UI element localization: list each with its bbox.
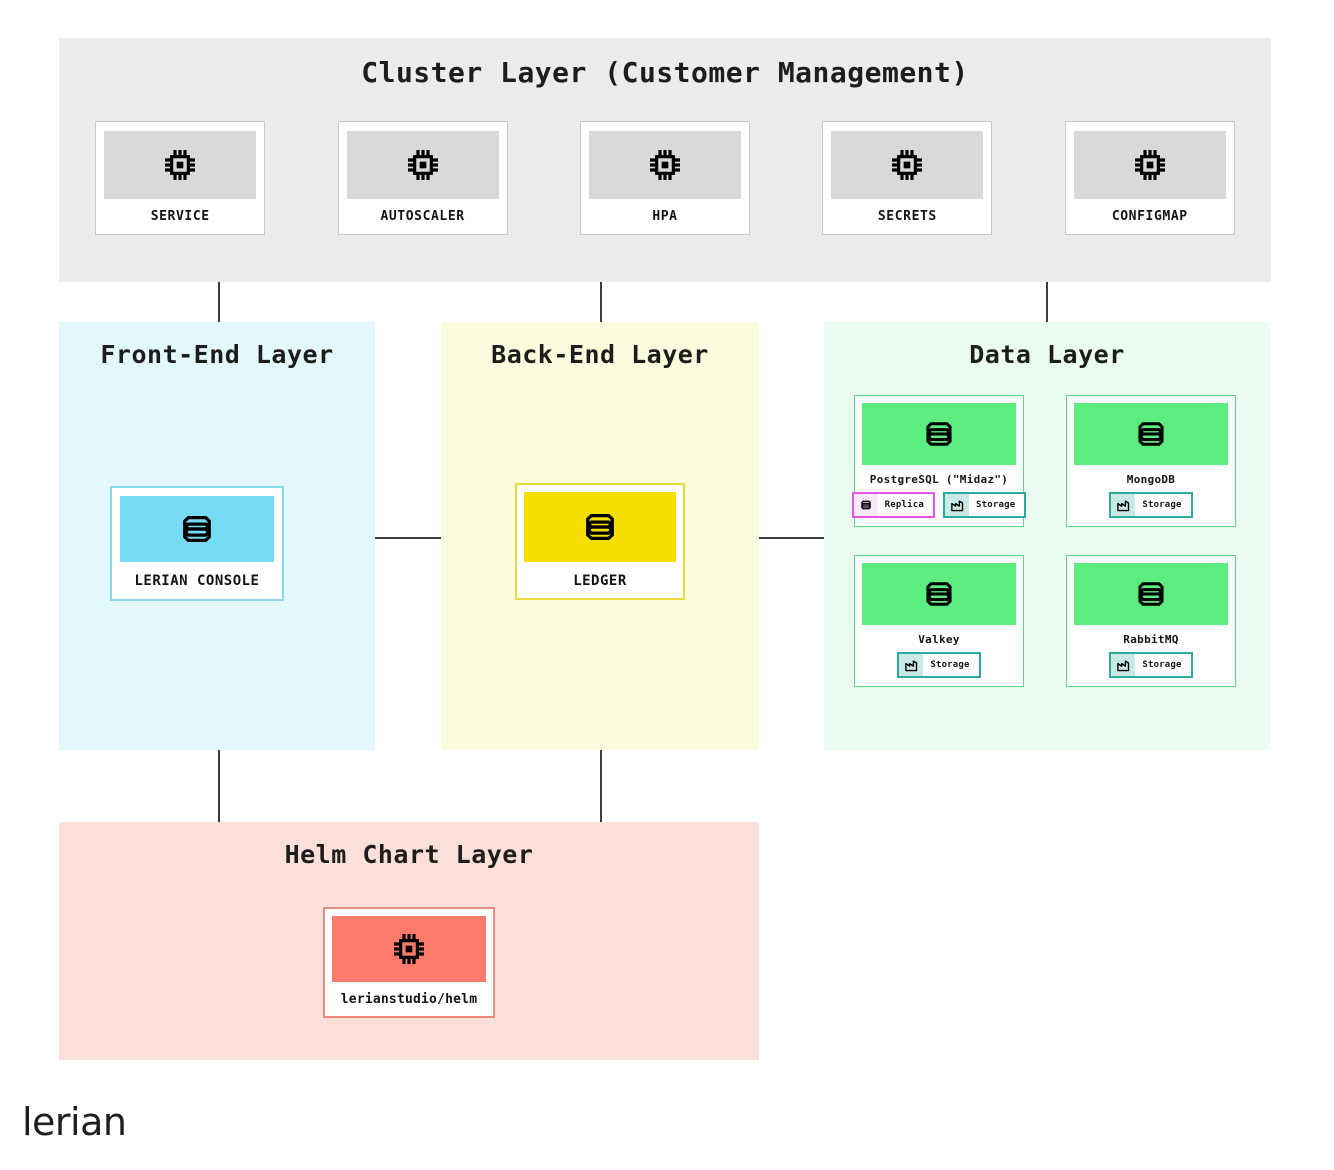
- cluster-node-label: AUTOSCALER: [380, 209, 465, 224]
- cluster-node-label: CONFIGMAP: [1111, 209, 1188, 224]
- node-lerian-console[interactable]: LERIAN CONSOLE: [110, 486, 284, 601]
- factory-icon: [1111, 654, 1136, 676]
- connector-frontend-to-backend: [375, 537, 441, 539]
- badge-row: Storage: [1109, 492, 1193, 518]
- chip-icon: [332, 916, 486, 982]
- chip-icon: [104, 131, 257, 199]
- data-node-mongodb[interactable]: MongoDB Storage: [1066, 395, 1236, 527]
- backend-layer-panel: Back-End Layer LEDGER: [441, 322, 759, 750]
- badge-storage[interactable]: Storage: [897, 652, 981, 678]
- cluster-node-service[interactable]: SERVICE: [95, 121, 266, 235]
- frontend-layer-panel: Front-End Layer LERIAN CONSOLE: [59, 322, 375, 750]
- lerian-logo: lerian: [22, 1100, 127, 1144]
- badge-label: Storage: [976, 500, 1016, 510]
- cluster-node-label: HPA: [652, 209, 678, 224]
- node-label: LERIAN CONSOLE: [134, 573, 260, 589]
- data-node-label: Valkey: [918, 633, 960, 646]
- badge-storage[interactable]: Storage: [943, 492, 1027, 518]
- chip-icon: [831, 131, 984, 199]
- connector-backend-to-helm: [600, 750, 602, 822]
- connector-cluster-to-data: [1046, 282, 1048, 322]
- cluster-node-label: SERVICE: [150, 209, 210, 224]
- data-node-label: MongoDB: [1126, 473, 1176, 486]
- badge-label: Replica: [884, 500, 924, 510]
- database-icon: [524, 492, 676, 562]
- connector-cluster-to-frontend: [218, 282, 220, 322]
- node-label: lerianstudio/helm: [340, 992, 478, 1007]
- data-node-label: PostgreSQL ("Midaz"): [869, 473, 1009, 486]
- badge-replica[interactable]: Replica: [851, 492, 935, 518]
- data-node-valkey[interactable]: Valkey Storage: [854, 555, 1024, 687]
- data-layer-title: Data Layer: [969, 340, 1125, 369]
- node-ledger[interactable]: LEDGER: [515, 483, 685, 600]
- data-node-label: RabbitMQ: [1123, 633, 1179, 646]
- cluster-node-hpa[interactable]: HPA: [579, 121, 750, 235]
- data-layer-panel: Data Layer PostgreSQL ("Midaz"): [824, 322, 1270, 750]
- badge-row: Storage: [897, 652, 981, 678]
- database-icon: [120, 496, 274, 562]
- cluster-node-configmap[interactable]: CONFIGMAP: [1064, 121, 1235, 235]
- factory-icon: [899, 654, 924, 676]
- factory-icon: [945, 494, 969, 516]
- database-icon: [862, 403, 1016, 465]
- database-icon: [1074, 563, 1228, 625]
- badge-storage[interactable]: Storage: [1109, 652, 1193, 678]
- helm-chart-layer-panel: Helm Chart Layer lerianstudio/helm: [59, 822, 759, 1060]
- badge-row: Replica Storage: [851, 492, 1027, 518]
- chip-icon: [588, 131, 741, 199]
- backend-layer-title: Back-End Layer: [491, 340, 709, 369]
- cluster-layer-panel: Cluster Layer (Customer Management) SERV…: [59, 38, 1271, 282]
- connector-frontend-to-helm: [218, 750, 220, 822]
- badge-label: Storage: [1142, 500, 1182, 510]
- badge-storage[interactable]: Storage: [1109, 492, 1193, 518]
- database-icon: [862, 563, 1016, 625]
- data-node-postgresql[interactable]: PostgreSQL ("Midaz") Replica: [851, 395, 1027, 527]
- cluster-node-label: SECRETS: [877, 209, 937, 224]
- database-icon: [1074, 403, 1228, 465]
- cluster-node-row: SERVICE AUTOSCALER HPA: [59, 121, 1271, 235]
- factory-icon: [1111, 494, 1136, 516]
- badge-label: Storage: [1142, 660, 1182, 670]
- cluster-node-secrets[interactable]: SECRETS: [822, 121, 993, 235]
- data-node-rabbitmq[interactable]: RabbitMQ Storage: [1066, 555, 1236, 687]
- node-label: LEDGER: [573, 573, 627, 589]
- database-icon: [853, 494, 878, 516]
- frontend-layer-title: Front-End Layer: [100, 340, 334, 369]
- connector-cluster-to-backend: [600, 282, 602, 322]
- chip-icon: [346, 131, 499, 199]
- chip-icon: [1073, 131, 1226, 199]
- node-lerianstudio-helm[interactable]: lerianstudio/helm: [323, 907, 495, 1018]
- data-node-grid: PostgreSQL ("Midaz") Replica: [851, 395, 1244, 687]
- badge-label: Storage: [930, 660, 970, 670]
- connector-backend-to-data: [759, 537, 825, 539]
- helm-layer-title: Helm Chart Layer: [284, 840, 534, 869]
- cluster-node-autoscaler[interactable]: AUTOSCALER: [337, 121, 508, 235]
- cluster-layer-title: Cluster Layer (Customer Management): [361, 56, 969, 89]
- badge-row: Storage: [1109, 652, 1193, 678]
